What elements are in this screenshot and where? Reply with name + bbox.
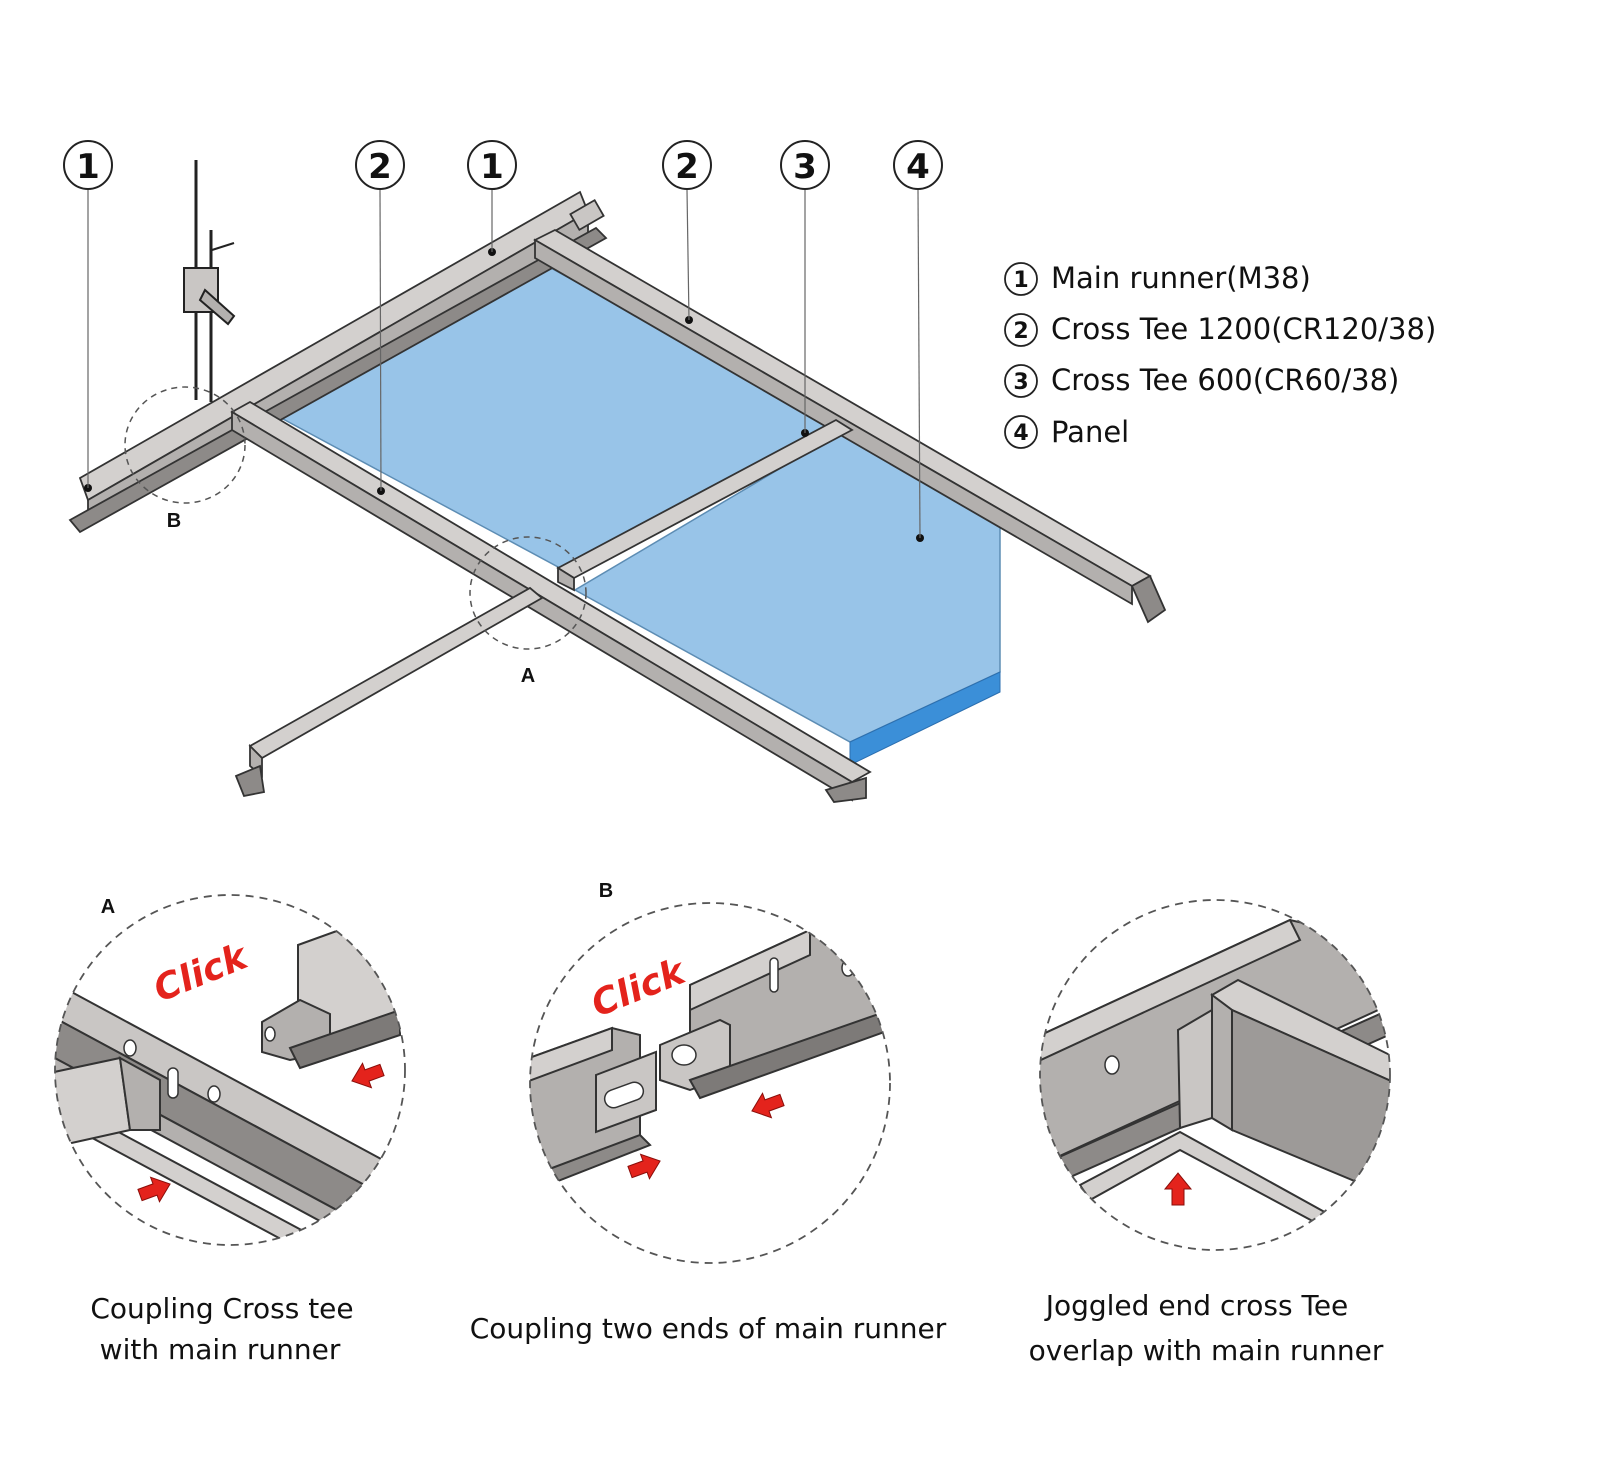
svg-text:Cross Tee 1200(CR120/38): Cross Tee 1200(CR120/38) [1051, 312, 1436, 346]
svg-text:2: 2 [675, 147, 699, 187]
callout-4: 4 [893, 140, 943, 190]
leader-lines [87, 189, 921, 539]
svg-text:1: 1 [1013, 268, 1028, 293]
detail-b-click: Click [586, 951, 693, 1026]
caption-a-line2: with main runner [100, 1333, 341, 1366]
callout-1-left: 1 [63, 140, 113, 190]
caption-c-line1: Joggled end cross Tee [1044, 1289, 1349, 1322]
svg-text:2: 2 [1013, 319, 1028, 344]
detail-a-click: Click [148, 936, 255, 1011]
cross-tee-lower-left [234, 586, 544, 798]
svg-text:4: 4 [906, 147, 930, 187]
detail-label-a: A [521, 665, 535, 687]
svg-text:Cross Tee 600(CR60/38): Cross Tee 600(CR60/38) [1051, 363, 1399, 397]
detail-circle-b [124, 386, 246, 504]
callout-2-right: 2 [662, 140, 712, 190]
cross-tee-600 [556, 418, 854, 592]
svg-text:4: 4 [1013, 421, 1028, 446]
callout-3: 3 [780, 140, 830, 190]
arrow-icon [346, 1057, 387, 1094]
legend-item-1: 1 Main runner(M38) [1004, 261, 1311, 296]
arrow-icon [1164, 1172, 1192, 1206]
legend-item-2: 2 Cross Tee 1200(CR120/38) [1004, 312, 1436, 347]
callout-2-left: 2 [355, 140, 405, 190]
detail-label-b: B [167, 510, 181, 532]
arrow-icon [746, 1087, 787, 1124]
detail-a-letter: A [101, 896, 115, 918]
main-runner-back [68, 190, 608, 534]
arrow-icon [625, 1148, 666, 1185]
svg-text:1: 1 [76, 147, 100, 187]
detail-a: A Click [54, 894, 406, 1246]
svg-text:2: 2 [368, 147, 392, 187]
svg-text:3: 3 [793, 147, 817, 187]
caption-b-line1: Coupling two ends of main runner [470, 1312, 947, 1345]
callout-1-right: 1 [467, 140, 517, 190]
cross-tee-1200-left [230, 400, 872, 803]
detail-circle-a [469, 536, 587, 650]
legend-item-3: 3 Cross Tee 600(CR60/38) [1004, 363, 1399, 398]
svg-text:Panel: Panel [1051, 415, 1129, 449]
callout-labels: 1 2 1 2 3 4 [63, 140, 943, 190]
panel-edge [849, 671, 1001, 766]
caption-c-line2: overlap with main runner [1029, 1334, 1384, 1367]
legend: 1 Main runner(M38) 2 Cross Tee 1200(CR12… [1004, 261, 1436, 449]
isometric-grid [68, 160, 1167, 803]
detail-b: B Click [529, 880, 891, 1264]
detail-c [1039, 899, 1391, 1251]
hanger-wire [183, 160, 236, 402]
caption-a-line1: Coupling Cross tee [90, 1292, 353, 1325]
svg-text:3: 3 [1013, 370, 1028, 395]
detail-b-letter: B [599, 880, 613, 902]
legend-item-4: 4 Panel [1004, 415, 1129, 449]
svg-text:Main runner(M38): Main runner(M38) [1051, 261, 1311, 295]
svg-text:1: 1 [480, 147, 504, 187]
